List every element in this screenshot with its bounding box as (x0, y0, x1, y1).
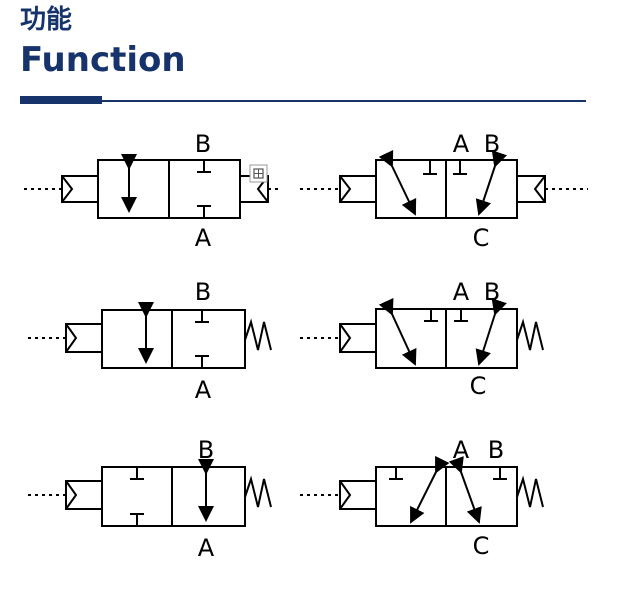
port-label-b: B (198, 436, 214, 464)
port-label-c: C (473, 224, 490, 252)
grid-select-icon[interactable] (249, 164, 268, 183)
port-label-a: A (453, 278, 470, 306)
title-underline-accent (20, 96, 102, 104)
port-label-a: A (453, 436, 470, 464)
port-label-b: B (195, 130, 211, 158)
page-title-chinese: 功能 (20, 5, 73, 35)
port-label-c: C (473, 532, 490, 560)
port-label-c: C (470, 372, 487, 400)
port-label-a: A (195, 376, 212, 404)
port-label-b: B (484, 130, 500, 158)
valve-symbol-3way-double (300, 149, 588, 219)
valve-symbol-2way-spring-closed (28, 459, 272, 527)
port-label-b: B (488, 436, 504, 464)
page-title-english: Function (20, 40, 186, 80)
port-label-a: A (195, 224, 212, 252)
valve-symbol-3way-spring-b (300, 455, 544, 527)
valve-symbol-2way-spring-open (28, 302, 272, 369)
port-label-b: B (484, 278, 500, 306)
valve-symbol-3way-spring-a (300, 297, 544, 369)
port-label-a: A (453, 130, 470, 158)
port-label-b: B (195, 278, 211, 306)
port-label-a: A (198, 534, 215, 562)
title-underline-rule (100, 100, 586, 102)
valve-symbol-2way-double (24, 154, 282, 219)
